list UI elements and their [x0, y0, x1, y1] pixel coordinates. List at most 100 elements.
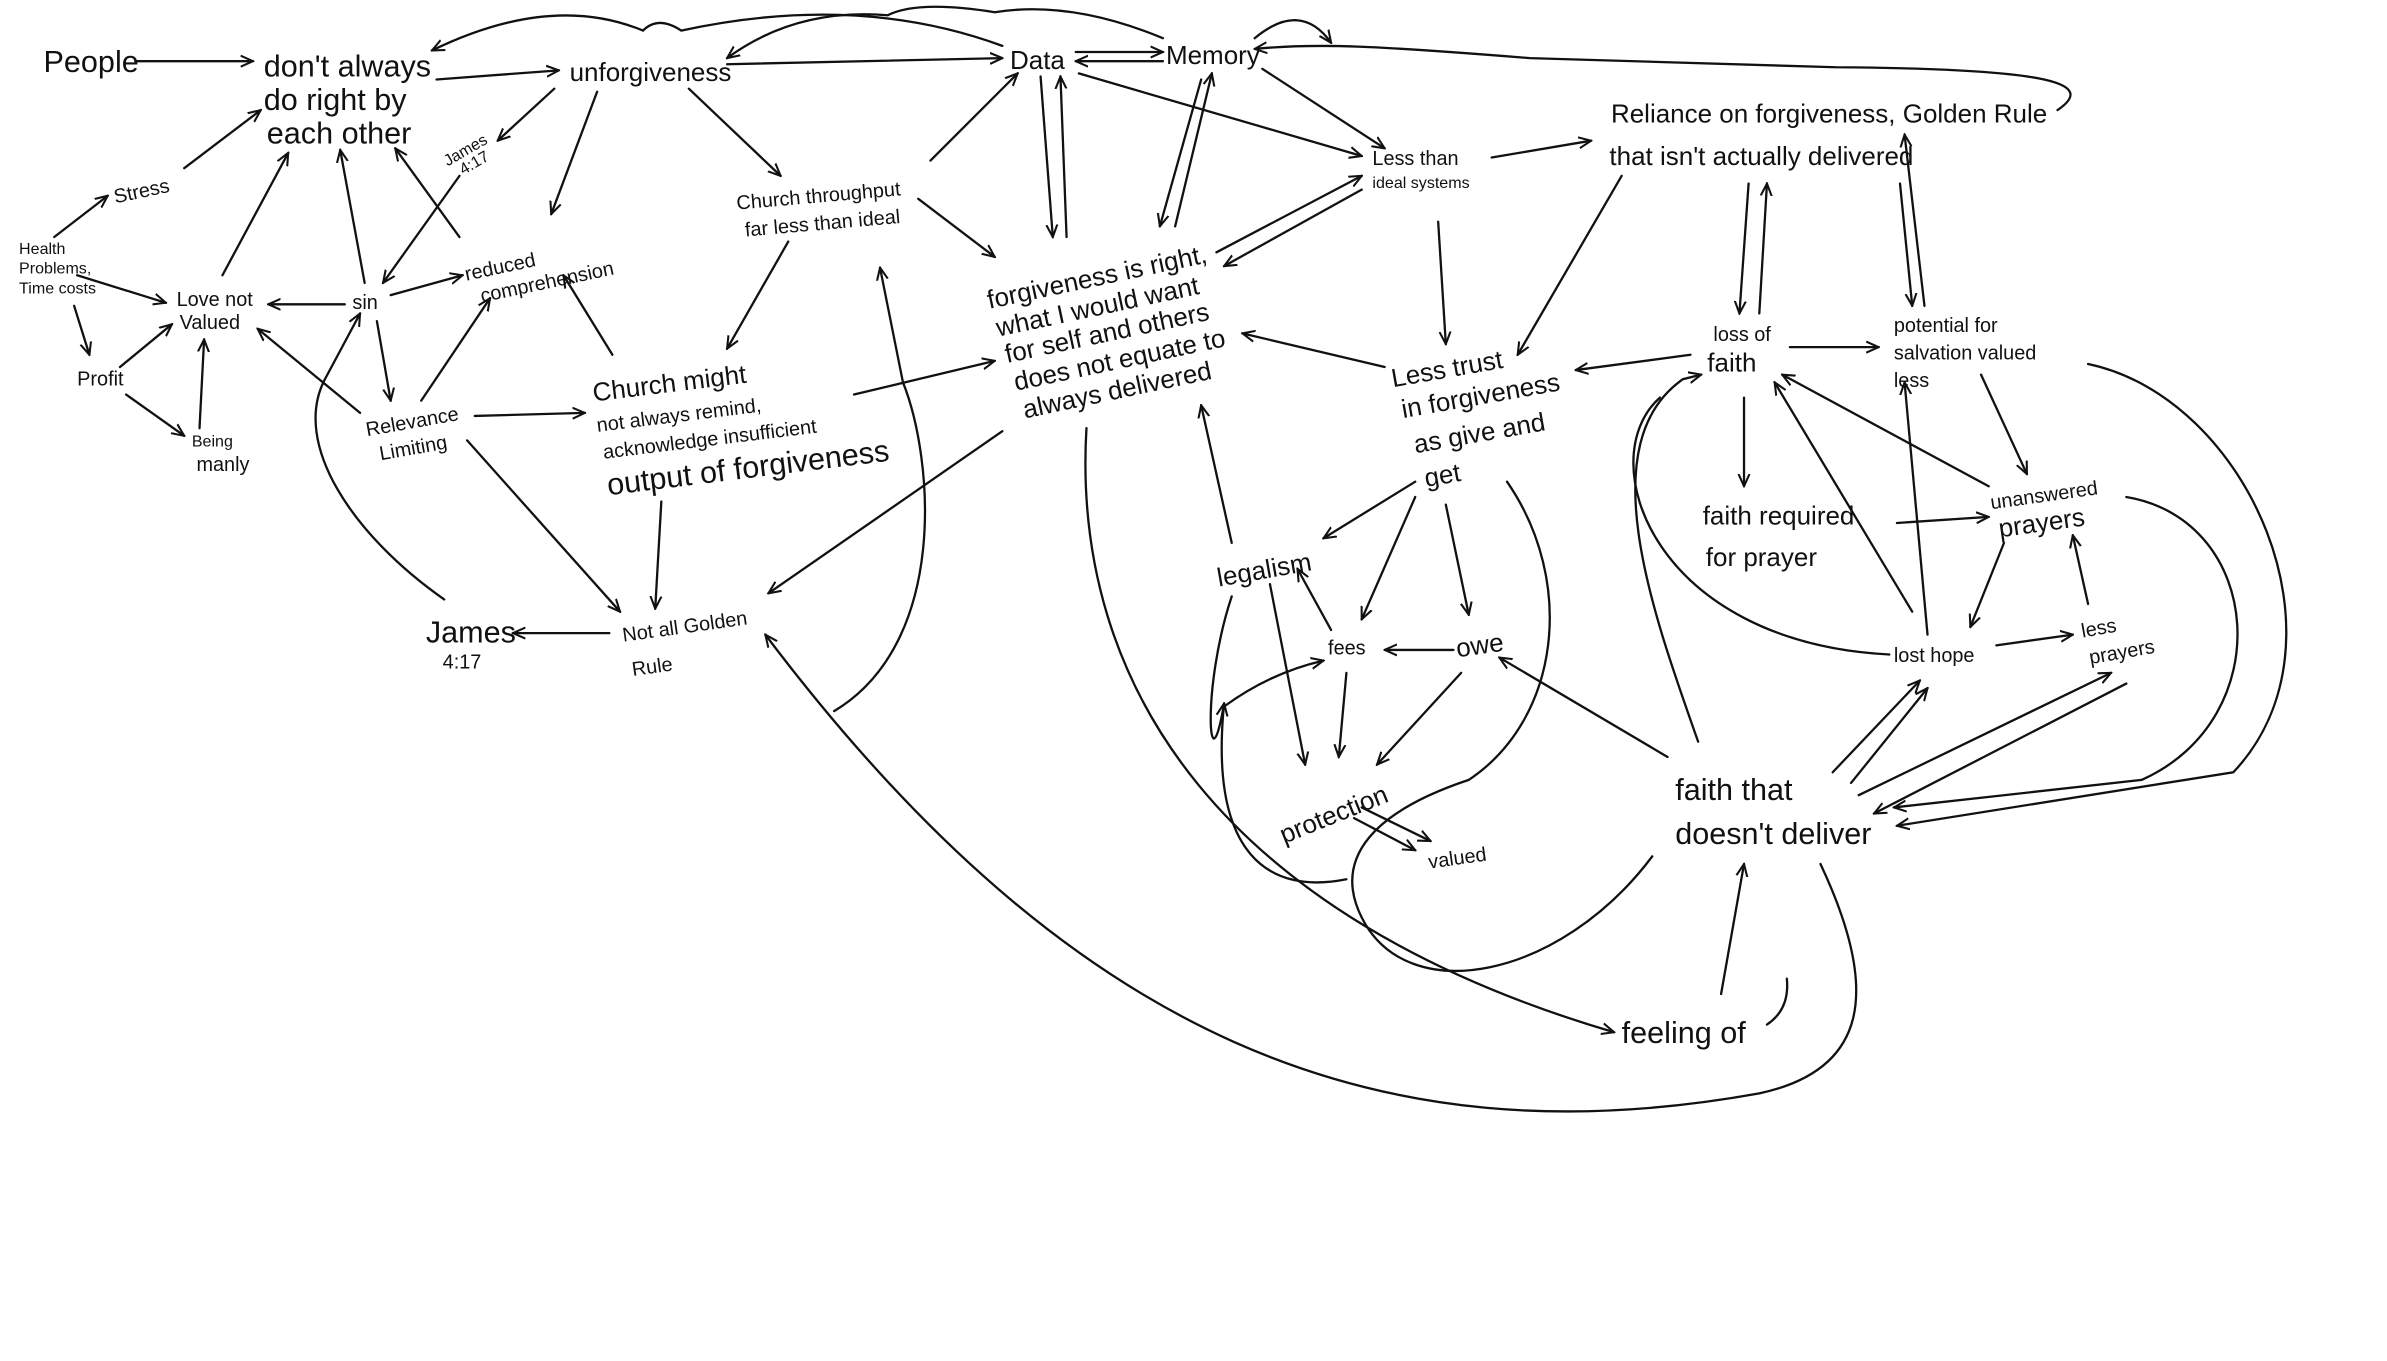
- arrow-edge: [420, 298, 490, 402]
- svg-text:Health: Health: [19, 240, 65, 258]
- arrow-edge: [1576, 353, 1692, 370]
- node-not-all-golden: Not all Golden Rule: [621, 607, 749, 680]
- node-potential-salvation: potential for salvation valued less: [1894, 315, 2036, 392]
- arrow-edge: [1360, 495, 1417, 619]
- node-people: People: [44, 45, 139, 79]
- svg-text:Reliance on forgiveness, Golde: Reliance on forgiveness, Golden Rule: [1611, 98, 2047, 128]
- arrow-edge: [852, 361, 995, 396]
- arrow-edge: [1209, 595, 1233, 740]
- svg-text:faith that: faith that: [1675, 773, 1793, 807]
- node-church-throughput: Church throughput far less than ideal: [736, 178, 902, 241]
- arrow-edge: [258, 329, 362, 415]
- node-valued: valued: [1427, 844, 1488, 874]
- arrow-edge: [1719, 864, 1744, 996]
- arrow-edge: [1255, 46, 2072, 112]
- svg-text:less: less: [2080, 615, 2119, 643]
- arrow-edge: [1268, 583, 1305, 764]
- arrow-edge: [1377, 671, 1463, 765]
- arrow-edge: [183, 110, 260, 170]
- arrow-edge: [1979, 373, 2029, 474]
- arrow-edge: [473, 413, 585, 416]
- svg-text:less: less: [1894, 370, 1929, 392]
- arrow-edge: [1077, 72, 1362, 156]
- arrow-edge: [727, 240, 790, 349]
- node-faith-doesnt-deliver: faith that doesn't deliver: [1675, 773, 1871, 851]
- node-being-manly: Being manly: [192, 433, 250, 476]
- node-fees: fees: [1328, 638, 1366, 660]
- arrow-edge: [687, 87, 781, 176]
- arrow-edge: [1444, 503, 1469, 615]
- svg-text:each other: each other: [267, 117, 412, 151]
- node-less-prayers: less prayers: [2080, 615, 2157, 669]
- edges: [53, 5, 2288, 1113]
- arrow-edge: [1351, 480, 1654, 972]
- arrow-edge: [1970, 541, 2006, 627]
- arrow-edge: [76, 274, 166, 303]
- arrow-edge: [1222, 661, 1323, 708]
- arrow-edge: [655, 500, 663, 609]
- svg-text:for prayer: for prayer: [1706, 542, 1818, 572]
- svg-text:salvation valued: salvation valued: [1894, 342, 2036, 364]
- svg-text:Problems,: Problems,: [19, 260, 91, 278]
- svg-text:Love not: Love not: [177, 289, 254, 311]
- node-profit: Profit: [77, 368, 124, 390]
- svg-text:4:17: 4:17: [443, 651, 482, 673]
- arrow-edge: [465, 439, 620, 611]
- arrow-edge: [1360, 806, 1431, 843]
- node-forgiveness-right: forgiveness is right, what I would want …: [984, 239, 1228, 425]
- svg-text:do right by: do right by: [264, 83, 407, 117]
- arrow-edge: [395, 148, 461, 239]
- arrow-edge: [118, 324, 172, 369]
- node-church-might: Church might not always remind, acknowle…: [591, 359, 891, 502]
- arrow-edge: [221, 153, 288, 277]
- arrow-edge: [1352, 816, 1415, 850]
- node-love-not-valued: Love not Valued: [177, 289, 254, 334]
- arrow-edge: [1765, 977, 1789, 1026]
- node-less-than-ideal: Less than ideal systems: [1372, 148, 1469, 192]
- svg-text:Rule: Rule: [630, 653, 674, 680]
- node-loss-of-faith: loss of faith: [1707, 324, 1771, 378]
- arrow-edge: [1437, 220, 1446, 344]
- arrow-edge: [1874, 682, 2128, 814]
- arrow-edge: [389, 275, 463, 297]
- arrow-edge: [1215, 176, 1361, 254]
- arrow-edge: [929, 73, 1017, 162]
- arrow-edge: [1224, 188, 1363, 266]
- svg-text:faith required: faith required: [1703, 501, 1855, 531]
- svg-text:ideal systems: ideal systems: [1372, 174, 1469, 192]
- arrow-edge: [1253, 19, 1331, 43]
- arrow-edge: [498, 87, 556, 141]
- node-data: Data: [1010, 45, 1065, 75]
- node-less-trust: Less trust in forgiveness as give and ge…: [1389, 344, 1562, 493]
- arrow-edge: [1897, 362, 2288, 826]
- node-james-small: James 4:17: [441, 131, 493, 179]
- arrow-edge: [72, 304, 89, 355]
- arrow-edge: [1895, 517, 1989, 525]
- arrow-edge: [1849, 688, 1927, 785]
- arrow-edge: [1174, 73, 1212, 228]
- arrow-edge: [563, 275, 614, 356]
- arrow-edge: [383, 174, 461, 283]
- arrow-edge: [768, 430, 1004, 593]
- arrow-edge: [832, 268, 927, 713]
- arrow-edge: [1857, 671, 2111, 797]
- arrow-edge: [53, 196, 108, 239]
- svg-text:Valued: Valued: [180, 312, 240, 334]
- arrow-edge: [1995, 635, 2072, 647]
- svg-text:manly: manly: [196, 454, 249, 476]
- arrow-edge: [1060, 76, 1068, 239]
- svg-text:James: James: [426, 615, 516, 649]
- node-reliance: Reliance on forgiveness, Golden Rule tha…: [1609, 98, 2047, 171]
- svg-text:potential for: potential for: [1894, 315, 1998, 337]
- node-legalism: legalism: [1215, 546, 1314, 592]
- arrow-edge: [1894, 495, 2239, 807]
- node-memory: Memory: [1166, 40, 1260, 70]
- node-unanswered-prayers: unanswered prayers: [1989, 477, 2099, 543]
- arrow-edge: [725, 58, 1002, 66]
- arrow-edge: [1739, 182, 1750, 314]
- arrow-edge: [1782, 375, 1990, 488]
- arrow-edge: [1898, 182, 1912, 306]
- arrow-edge: [1905, 382, 1929, 636]
- arrow-edge: [1905, 135, 1926, 307]
